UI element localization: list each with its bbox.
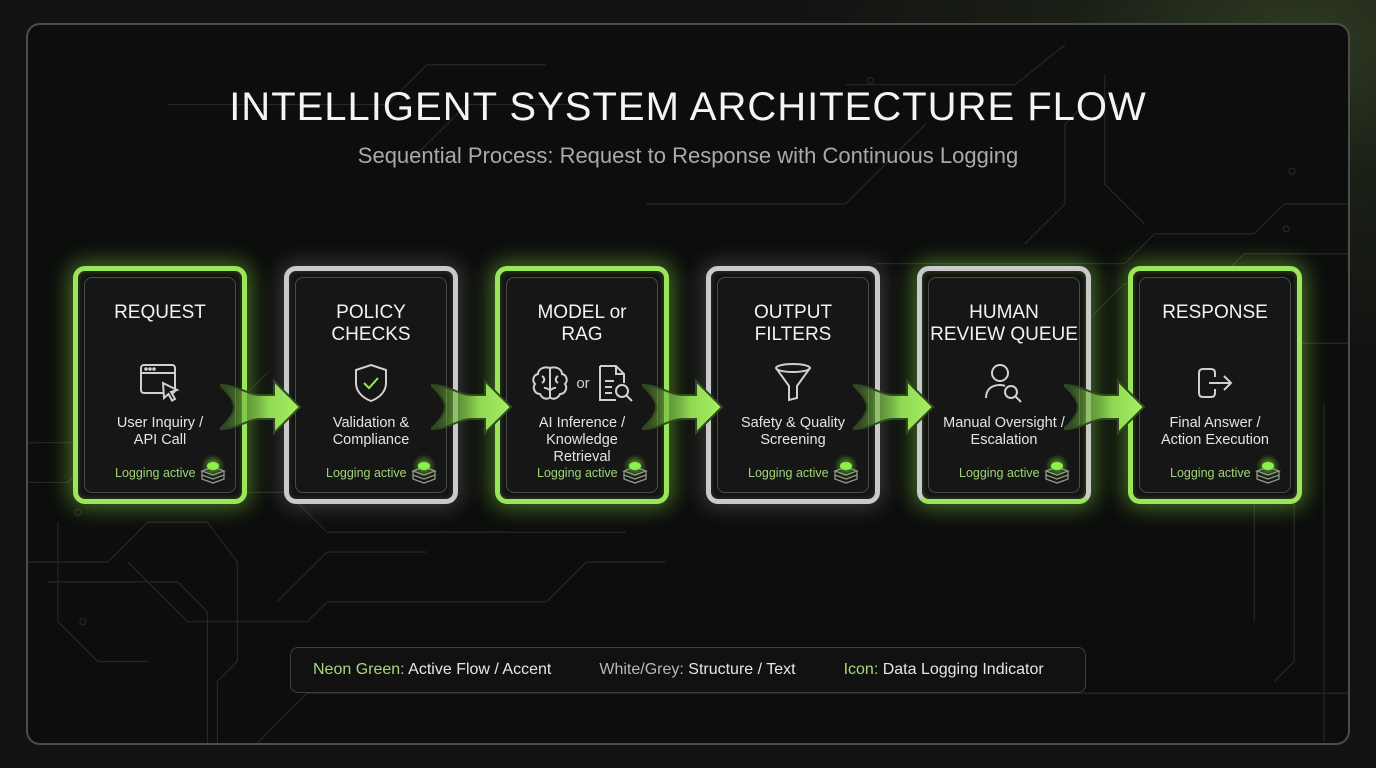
- stage-title: OUTPUT FILTERS: [753, 302, 833, 345]
- stage-description: Manual Oversight / Escalation: [943, 415, 1065, 448]
- data-logging-icon: [1255, 454, 1281, 484]
- data-logging-icon: [200, 454, 226, 484]
- data-logging-icon: [1044, 454, 1070, 484]
- funnel-icon: [718, 360, 868, 406]
- logging-status: Logging active: [115, 466, 196, 480]
- document-search-icon: [598, 365, 633, 402]
- stage-title: RESPONSE: [1162, 302, 1268, 323]
- diagram-subtitle: Sequential Process: Request to Response …: [357, 143, 1019, 168]
- user-search-icon: [929, 360, 1079, 406]
- logging-status: Logging active: [1170, 466, 1251, 480]
- logging-status: Logging active: [748, 466, 829, 480]
- stage-title: POLICY CHECKS: [331, 302, 411, 345]
- flow-arrow-3: [642, 378, 724, 436]
- stage-card-request: REQUEST User Inquiry / API Call Logging …: [73, 266, 247, 504]
- stage-description: Final Answer / Action Execution: [1160, 415, 1269, 448]
- browser-cursor-icon: [85, 360, 235, 406]
- stage-title: MODEL or RAG: [537, 302, 627, 345]
- stage-description: Validation & Compliance: [332, 415, 410, 448]
- legend: Neon Green: Active Flow / Accent White/G…: [290, 647, 1086, 693]
- flow-arrow-2: [431, 378, 513, 436]
- stage-card-output-filters: OUTPUT FILTERS Safety & Quality Screenin…: [706, 266, 880, 504]
- exit-arrow-icon: [1140, 360, 1290, 406]
- stage-card-human-review-queue: HUMAN REVIEW QUEUE Manual Oversight / Es…: [917, 266, 1091, 504]
- stage-card-response: RESPONSE Final Answer / Action Execution…: [1128, 266, 1302, 504]
- stage-description: User Inquiry / API Call: [116, 415, 204, 448]
- stage-card-model-or-rag: MODEL or RAG or AI Inference /: [495, 266, 669, 504]
- stage-title: REQUEST: [114, 302, 206, 323]
- diagram-title: INTELLIGENT SYSTEM ARCHITECTURE FLOW: [229, 85, 1147, 129]
- data-logging-icon: [622, 454, 648, 484]
- flow-arrow-5: [1064, 378, 1146, 436]
- diagram-frame: INTELLIGENT SYSTEM ARCHITECTURE FLOW Seq…: [26, 23, 1350, 745]
- brain-icon: [532, 366, 569, 400]
- legend-item-white-grey: White/Grey: Structure / Text: [599, 661, 796, 678]
- stage-title: HUMAN REVIEW QUEUE: [930, 302, 1078, 345]
- flow-arrow-1: [220, 378, 302, 436]
- legend-item-icon: Icon: Data Logging Indicator: [843, 661, 1044, 678]
- stage-description: Safety & Quality Screening: [741, 415, 845, 448]
- or-label: or: [576, 374, 590, 392]
- stage-description: AI Inference / Knowledge Retrieval: [538, 415, 626, 465]
- logging-status: Logging active: [959, 466, 1040, 480]
- legend-item-neon-green: Neon Green: Active Flow / Accent: [313, 661, 552, 678]
- data-logging-icon: [411, 454, 437, 484]
- shield-check-icon: [296, 360, 446, 406]
- stage-card-policy-checks: POLICY CHECKS Validation & Compliance Lo…: [284, 266, 458, 504]
- data-logging-icon: [833, 454, 859, 484]
- logging-status: Logging active: [326, 466, 407, 480]
- logging-status: Logging active: [537, 466, 618, 480]
- flow-arrow-4: [853, 378, 935, 436]
